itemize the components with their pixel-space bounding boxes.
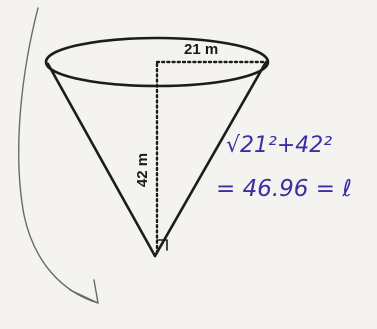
radius-label: 21 m bbox=[184, 41, 218, 58]
pencil-arrow-head bbox=[69, 279, 99, 304]
work-line-result: = 46.96 = ℓ bbox=[216, 176, 352, 202]
right-angle-marker bbox=[156, 239, 168, 251]
pencil-arrow-curve bbox=[18, 7, 99, 304]
work-line-sqrt: √21²+42² bbox=[226, 133, 332, 158]
height-label: 42 m bbox=[134, 153, 151, 187]
cone-left-slant bbox=[46, 62, 157, 258]
cone-right-slant bbox=[153, 60, 268, 258]
